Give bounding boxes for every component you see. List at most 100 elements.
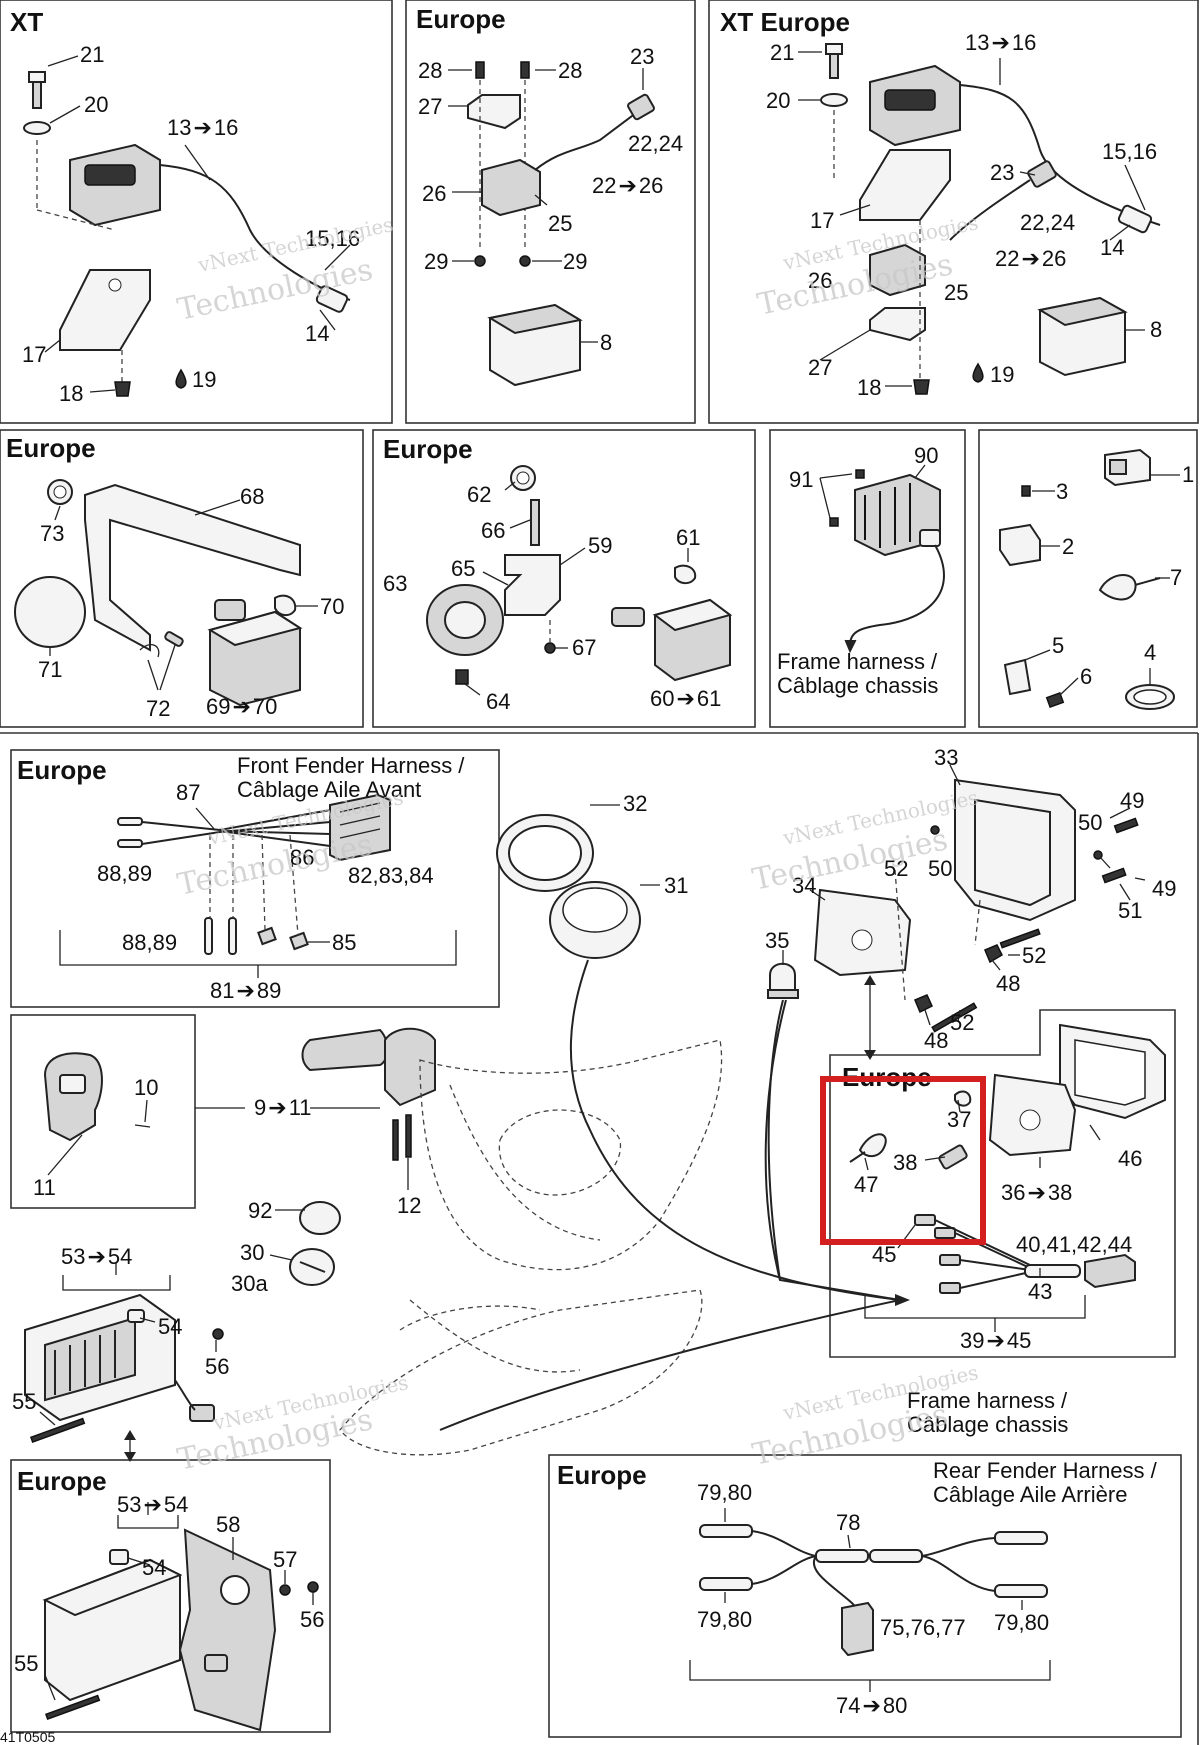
label-4: 4 bbox=[1144, 640, 1156, 665]
panel-europe-lights-title: Europe bbox=[6, 433, 96, 463]
frame-harness-caption-line1: Frame harness / bbox=[907, 1388, 1068, 1413]
label-8: 8 bbox=[600, 330, 612, 355]
label-12: 12 bbox=[397, 1193, 421, 1218]
clip-5 bbox=[1003, 658, 1032, 696]
bracket-17 bbox=[59, 269, 151, 351]
label-7: 7 bbox=[1170, 565, 1182, 590]
screw-6 bbox=[1045, 691, 1065, 709]
label-2: 2 bbox=[1062, 534, 1074, 559]
label-23-xte: 23 bbox=[990, 160, 1014, 185]
screw-18 bbox=[114, 381, 131, 397]
lens-71 bbox=[14, 576, 86, 648]
front-fender-caption-line2: Câblage Aile Avant bbox=[237, 777, 421, 802]
relay-26 bbox=[481, 158, 541, 217]
washer-20-xte bbox=[820, 93, 848, 107]
panel-europe-horn: Europe 62 66 59 61 65 63 67 64 60➔61 bbox=[383, 434, 733, 714]
sleeve-43 bbox=[1024, 1264, 1081, 1278]
bulb-61 bbox=[674, 564, 697, 585]
label-17: 17 bbox=[22, 342, 46, 367]
label-49b: 49 bbox=[1152, 876, 1176, 901]
label-55-eu: 55 bbox=[14, 1651, 38, 1676]
screw-28a bbox=[475, 61, 485, 79]
panel-europe-lights-border bbox=[0, 429, 364, 728]
label-55: 55 bbox=[12, 1389, 36, 1414]
label-25-xte: 25 bbox=[944, 280, 968, 305]
screw-28b bbox=[520, 61, 530, 79]
connector-14 bbox=[315, 285, 349, 313]
label-30: 30 bbox=[240, 1240, 264, 1265]
panel-switch: 10 11 9➔11 bbox=[33, 1052, 380, 1200]
label-79-80c: 79,80 bbox=[994, 1610, 1049, 1635]
label-9-11: 9➔11 bbox=[254, 1095, 312, 1120]
panel-switch-border bbox=[10, 1014, 196, 1209]
label-8-xte: 8 bbox=[1150, 317, 1162, 342]
label-27-xte: 27 bbox=[808, 355, 832, 380]
label-65: 65 bbox=[451, 556, 475, 581]
label-19-xte: 19 bbox=[990, 362, 1014, 387]
label-91: 91 bbox=[789, 467, 813, 492]
cable-tie-47 bbox=[849, 1133, 887, 1163]
panel-small-parts-border bbox=[978, 429, 1198, 728]
panel-rear-fender: Europe Rear Fender Harness / Câblage Ail… bbox=[557, 1458, 1158, 1718]
label-56: 56 bbox=[205, 1354, 229, 1379]
label-18: 18 bbox=[59, 381, 83, 406]
highlight-box bbox=[820, 1076, 986, 1245]
label-21-xte: 21 bbox=[770, 40, 794, 65]
label-22-24: 22,24 bbox=[628, 131, 683, 156]
panel-regulator: 90 91 Frame harness / Câblage chassis bbox=[777, 443, 945, 698]
label-37: 37 bbox=[947, 1107, 971, 1132]
drop-icon bbox=[175, 368, 187, 389]
clip-72 bbox=[139, 644, 160, 658]
bulb-70 bbox=[274, 594, 297, 616]
terminal-45b bbox=[934, 1227, 956, 1239]
panel-europe-horn-border bbox=[372, 429, 756, 728]
label-28b: 28 bbox=[558, 58, 582, 83]
connector-23-xte bbox=[1027, 160, 1057, 188]
screw-55-eu bbox=[44, 1694, 101, 1721]
screw-91b bbox=[829, 517, 839, 527]
nut-29b bbox=[519, 255, 531, 267]
panel-xt-europe-border bbox=[708, 0, 1199, 424]
panel-xt-title: XT bbox=[10, 7, 43, 37]
label-40-44: 40,41,42,44 bbox=[1016, 1232, 1132, 1257]
bolt-49a bbox=[1113, 817, 1139, 834]
front-fender-caption-line1: Front Fender Harness / bbox=[237, 753, 465, 778]
label-47: 47 bbox=[854, 1172, 878, 1197]
label-13-16-xte: 13➔16 bbox=[965, 30, 1036, 55]
panel-xt-border bbox=[0, 0, 393, 424]
socket-38 bbox=[938, 1144, 968, 1170]
panel-europe-top-border bbox=[405, 0, 696, 424]
nut-48b bbox=[914, 994, 933, 1014]
label-72: 72 bbox=[146, 696, 170, 721]
panel-europe-bottom-left-title: Europe bbox=[17, 1466, 107, 1496]
label-36-38: 36➔38 bbox=[1001, 1180, 1072, 1205]
label-39-45: 39➔45 bbox=[960, 1328, 1031, 1353]
regulator-caption-line1: Frame harness / bbox=[777, 649, 938, 674]
panel-europe-mid-border bbox=[829, 1009, 1176, 1358]
screw-10 bbox=[134, 1124, 151, 1128]
label-26-xte: 26 bbox=[808, 268, 832, 293]
label-35: 35 bbox=[765, 928, 789, 953]
connector-tail bbox=[189, 1404, 215, 1422]
pin-88-89b bbox=[228, 917, 237, 955]
label-28a: 28 bbox=[418, 58, 442, 83]
connector-75-77 bbox=[841, 1601, 874, 1657]
label-48a: 48 bbox=[996, 971, 1020, 996]
label-6: 6 bbox=[1080, 664, 1092, 689]
pin-79-80c bbox=[994, 1531, 1048, 1545]
label-29b: 29 bbox=[563, 249, 587, 274]
label-73: 73 bbox=[40, 521, 64, 546]
label-53-54-eu: 53➔54 bbox=[117, 1492, 188, 1517]
pin-88-89a bbox=[204, 917, 213, 955]
bolt-21-xte bbox=[825, 43, 843, 55]
label-13: 13➔16 bbox=[167, 115, 238, 140]
label-54-eu: 54 bbox=[142, 1555, 166, 1580]
washer-50b bbox=[930, 825, 940, 835]
label-52c: 52 bbox=[950, 1010, 974, 1035]
label-22-26: 22➔26 bbox=[592, 173, 663, 198]
label-20-xte: 20 bbox=[766, 88, 790, 113]
switch-11 bbox=[43, 1052, 103, 1142]
label-15-16-xte: 15,16 bbox=[1102, 139, 1157, 164]
screw-91a bbox=[855, 469, 865, 479]
connector-14-xte bbox=[1117, 204, 1153, 234]
